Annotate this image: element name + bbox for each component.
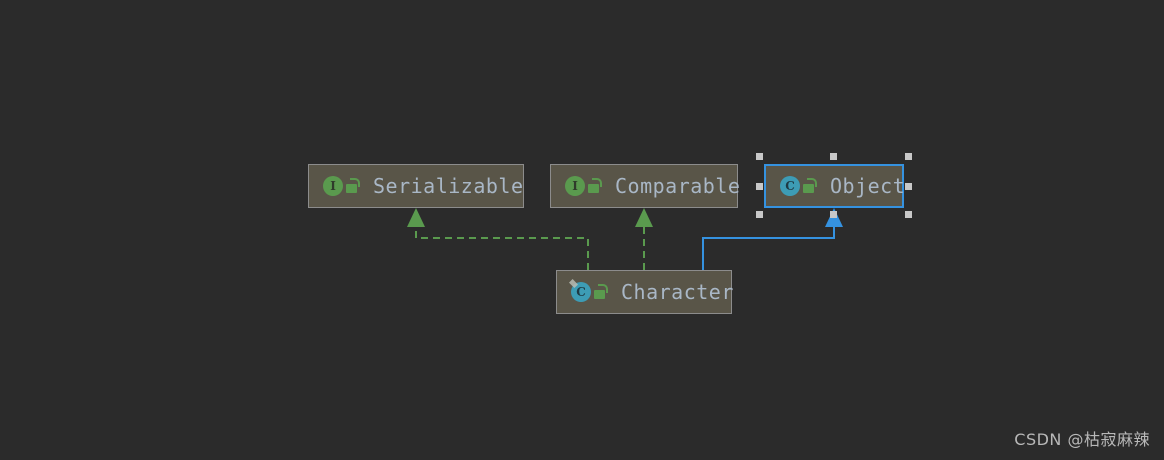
selection-handle-bottom-center[interactable] [830,211,837,218]
selection-handle-bottom-right[interactable] [905,211,912,218]
interface-badge-icon: I [565,176,585,196]
selection-handle-top-center[interactable] [830,153,837,160]
interface-badge-icon: I [323,176,343,196]
implements-arrowhead-serializable [407,208,425,227]
edge-character-extends-object[interactable] [702,208,843,270]
selection-handle-middle-left[interactable] [756,183,763,190]
final-class-icon: C [569,279,608,303]
class-icon: C [780,175,817,197]
selection-handle-middle-right[interactable] [905,183,912,190]
implements-arrowhead-comparable [635,208,653,227]
class-badge-icon: C [571,282,591,302]
uml-node-character[interactable]: C Character [556,270,734,314]
edge-character-implements-serializable[interactable] [407,208,589,270]
interface-icon: I [323,175,360,197]
unlocked-public-icon [588,178,602,193]
extends-line-object [702,226,835,270]
unlocked-public-icon [594,284,608,299]
uml-node-serializable[interactable]: I Serializable [308,164,524,208]
uml-node-object[interactable]: C Object [764,164,906,208]
implements-line-serializable [415,226,589,270]
watermark: CSDN @枯寂麻辣 [1014,430,1150,449]
edge-character-implements-comparable[interactable] [635,208,653,270]
uml-node-label: Character [621,280,734,304]
class-badge-icon: C [780,176,800,196]
final-marker-icon [569,279,578,288]
uml-node-label: Object [830,174,906,198]
interface-icon: I [565,175,602,197]
selection-handle-top-right[interactable] [905,153,912,160]
uml-node-label: Serializable [373,174,524,198]
unlocked-public-icon [803,178,817,193]
uml-node-comparable[interactable]: I Comparable [550,164,741,208]
unlocked-public-icon [346,178,360,193]
selection-handle-bottom-left[interactable] [756,211,763,218]
selection-handle-top-left[interactable] [756,153,763,160]
uml-node-label: Comparable [615,174,741,198]
